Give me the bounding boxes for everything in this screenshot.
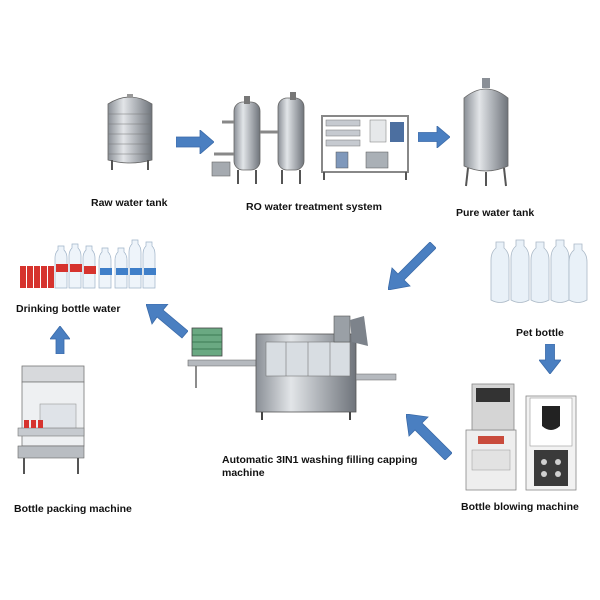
pure-water-tank-image [463,78,509,187]
ro-filter-vessels-image [211,92,305,184]
pet-bottle-image [490,239,588,303]
flow-arrow-to-drinking-water [146,304,188,339]
flow-arrow-down [539,344,561,374]
flow-arrow-down-left [388,242,436,290]
bottle-packing-machine-image [17,365,85,474]
pure-water-tank-label: Pure water tank [456,207,535,219]
washing-filling-capping-machine-label: Automatic 3IN1 washing filling capping m… [222,454,418,479]
bottle-packing-machine-label: Bottle packing machine [14,503,132,515]
flow-arrow-up-left [406,414,452,460]
flow-arrow-right-1 [176,130,214,154]
flow-arrow-up [50,326,70,354]
drinking-bottle-water-image [20,239,156,289]
pet-bottle-label: Pet bottle [516,327,564,339]
bottle-blowing-machine-image [465,383,577,491]
raw-water-tank-image [107,94,153,170]
drinking-bottle-water-label: Drinking bottle water [16,303,121,315]
washing-filling-capping-machine-image [187,315,397,420]
ro-membrane-unit-image [321,115,409,180]
raw-water-tank-label: Raw water tank [91,197,168,209]
bottle-blowing-machine-label: Bottle blowing machine [461,501,579,513]
flow-arrow-right-2 [418,126,450,148]
ro-system-label: RO water treatment system [246,201,382,213]
